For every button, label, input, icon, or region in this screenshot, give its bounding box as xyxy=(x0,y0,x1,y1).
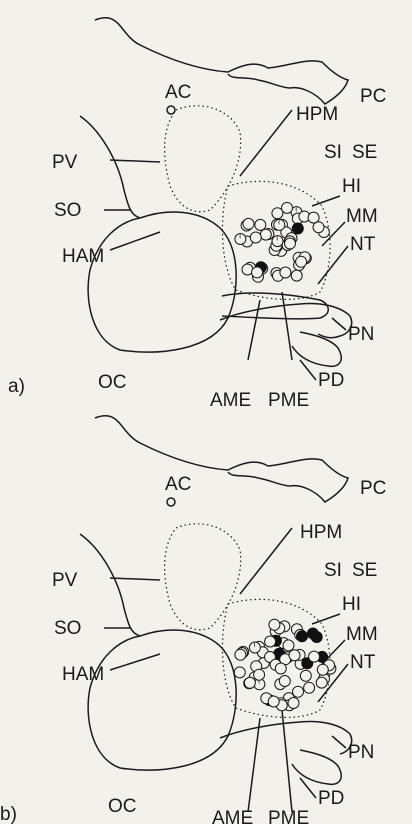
pd-outline xyxy=(292,750,341,784)
pme-leader xyxy=(282,710,292,812)
ac-outline xyxy=(95,18,348,104)
neuron-filled xyxy=(311,632,322,643)
neuron-empty xyxy=(317,664,328,675)
label-ac: AC xyxy=(165,474,191,495)
ame-leader xyxy=(248,718,260,812)
ac-outline xyxy=(95,416,348,502)
ventricle-wall xyxy=(80,534,140,636)
nt-leader xyxy=(318,246,348,284)
label-hpm: HPM xyxy=(300,522,342,543)
pme-leader xyxy=(282,292,292,360)
neuron-empty xyxy=(283,640,294,651)
hi-leader xyxy=(312,196,340,206)
neuron-empty xyxy=(244,677,255,688)
label-hi: HI xyxy=(342,176,361,197)
label-nt: NT xyxy=(350,234,376,255)
neuron-filled xyxy=(292,223,303,234)
label-nt: NT xyxy=(350,652,376,673)
label-si: SI xyxy=(324,142,342,163)
panel-a: AC PC HPM SI SE PV HI SO MM HAM NT PN OC… xyxy=(8,18,386,411)
label-hpm: HPM xyxy=(296,104,338,125)
neuron-empty xyxy=(250,232,261,243)
ham-leader xyxy=(110,654,160,670)
label-ame: AME xyxy=(210,390,251,411)
label-ham: HAM xyxy=(62,664,104,685)
neuron-empty xyxy=(268,696,279,707)
label-oc: OC xyxy=(98,372,127,393)
oc-outline xyxy=(88,630,236,770)
neuron-empty xyxy=(309,651,320,662)
neuron-empty xyxy=(265,636,276,647)
neuron-empty xyxy=(300,670,311,681)
label-ac: AC xyxy=(165,82,191,103)
neuron-empty xyxy=(269,619,280,630)
neuron-empty xyxy=(285,238,296,249)
neuron-empty xyxy=(243,218,254,229)
neuron-empty xyxy=(255,219,266,230)
neuron-empty xyxy=(234,667,245,678)
panel-b: AC PC HPM SI SE PV HI SO MM HAM NT PN OC… xyxy=(0,416,386,824)
ac-marker xyxy=(167,498,175,506)
neuron-empty xyxy=(280,267,291,278)
hpm-dotted xyxy=(165,524,241,630)
pv-leader xyxy=(110,160,160,162)
ventricle-wall xyxy=(80,116,140,218)
neuron-empty xyxy=(275,663,286,674)
label-pme: PME xyxy=(268,808,309,824)
label-pn: PN xyxy=(348,324,374,345)
neuron-empty xyxy=(260,229,271,240)
neuron-empty xyxy=(288,698,299,709)
label-ame: AME xyxy=(212,808,253,824)
label-pme: PME xyxy=(268,390,309,411)
panel-label-b: b) xyxy=(0,804,17,824)
label-pv: PV xyxy=(52,570,78,591)
neuron-empty xyxy=(293,686,304,697)
label-mm: MM xyxy=(346,206,378,227)
label-pn: PN xyxy=(348,742,374,763)
ac-marker xyxy=(167,106,175,114)
neuron-empty xyxy=(296,256,307,267)
neuron-empty xyxy=(282,202,293,213)
label-pc: PC xyxy=(360,478,386,499)
label-pv: PV xyxy=(52,152,78,173)
hi-leader xyxy=(312,614,340,624)
oc-outline xyxy=(88,212,236,352)
neuron-empty xyxy=(279,676,290,687)
neuron-filled xyxy=(297,631,308,642)
neuron-empty xyxy=(254,669,265,680)
label-hi: HI xyxy=(342,594,361,615)
hpm-leader xyxy=(240,528,292,594)
label-se: SE xyxy=(352,142,377,163)
neuron-empty xyxy=(291,270,302,281)
hpm-dotted xyxy=(165,106,241,212)
pv-leader xyxy=(110,578,160,580)
label-so: SO xyxy=(54,618,81,639)
label-pd: PD xyxy=(318,370,344,391)
label-ham: HAM xyxy=(62,246,104,267)
neuron-empty xyxy=(304,682,315,693)
neuron-empty xyxy=(235,649,246,660)
label-pc: PC xyxy=(360,86,386,107)
label-pd: PD xyxy=(318,788,344,809)
label-so: SO xyxy=(54,200,81,221)
label-oc: OC xyxy=(108,796,137,817)
pn-leader xyxy=(332,736,346,748)
cells-panel-a xyxy=(235,202,330,282)
ham-leader xyxy=(110,232,160,250)
cells-panel-b xyxy=(234,619,336,711)
pn-leader xyxy=(332,318,346,330)
label-si: SI xyxy=(324,560,342,581)
label-se: SE xyxy=(352,560,377,581)
neuron-empty xyxy=(308,212,319,223)
neuron-empty xyxy=(289,650,300,661)
neuron-empty xyxy=(252,267,263,278)
hpm-leader xyxy=(240,110,292,176)
panel-label-a: a) xyxy=(8,376,25,397)
neuron-empty xyxy=(316,677,327,688)
ame-leader xyxy=(248,300,260,360)
label-mm: MM xyxy=(346,624,378,645)
